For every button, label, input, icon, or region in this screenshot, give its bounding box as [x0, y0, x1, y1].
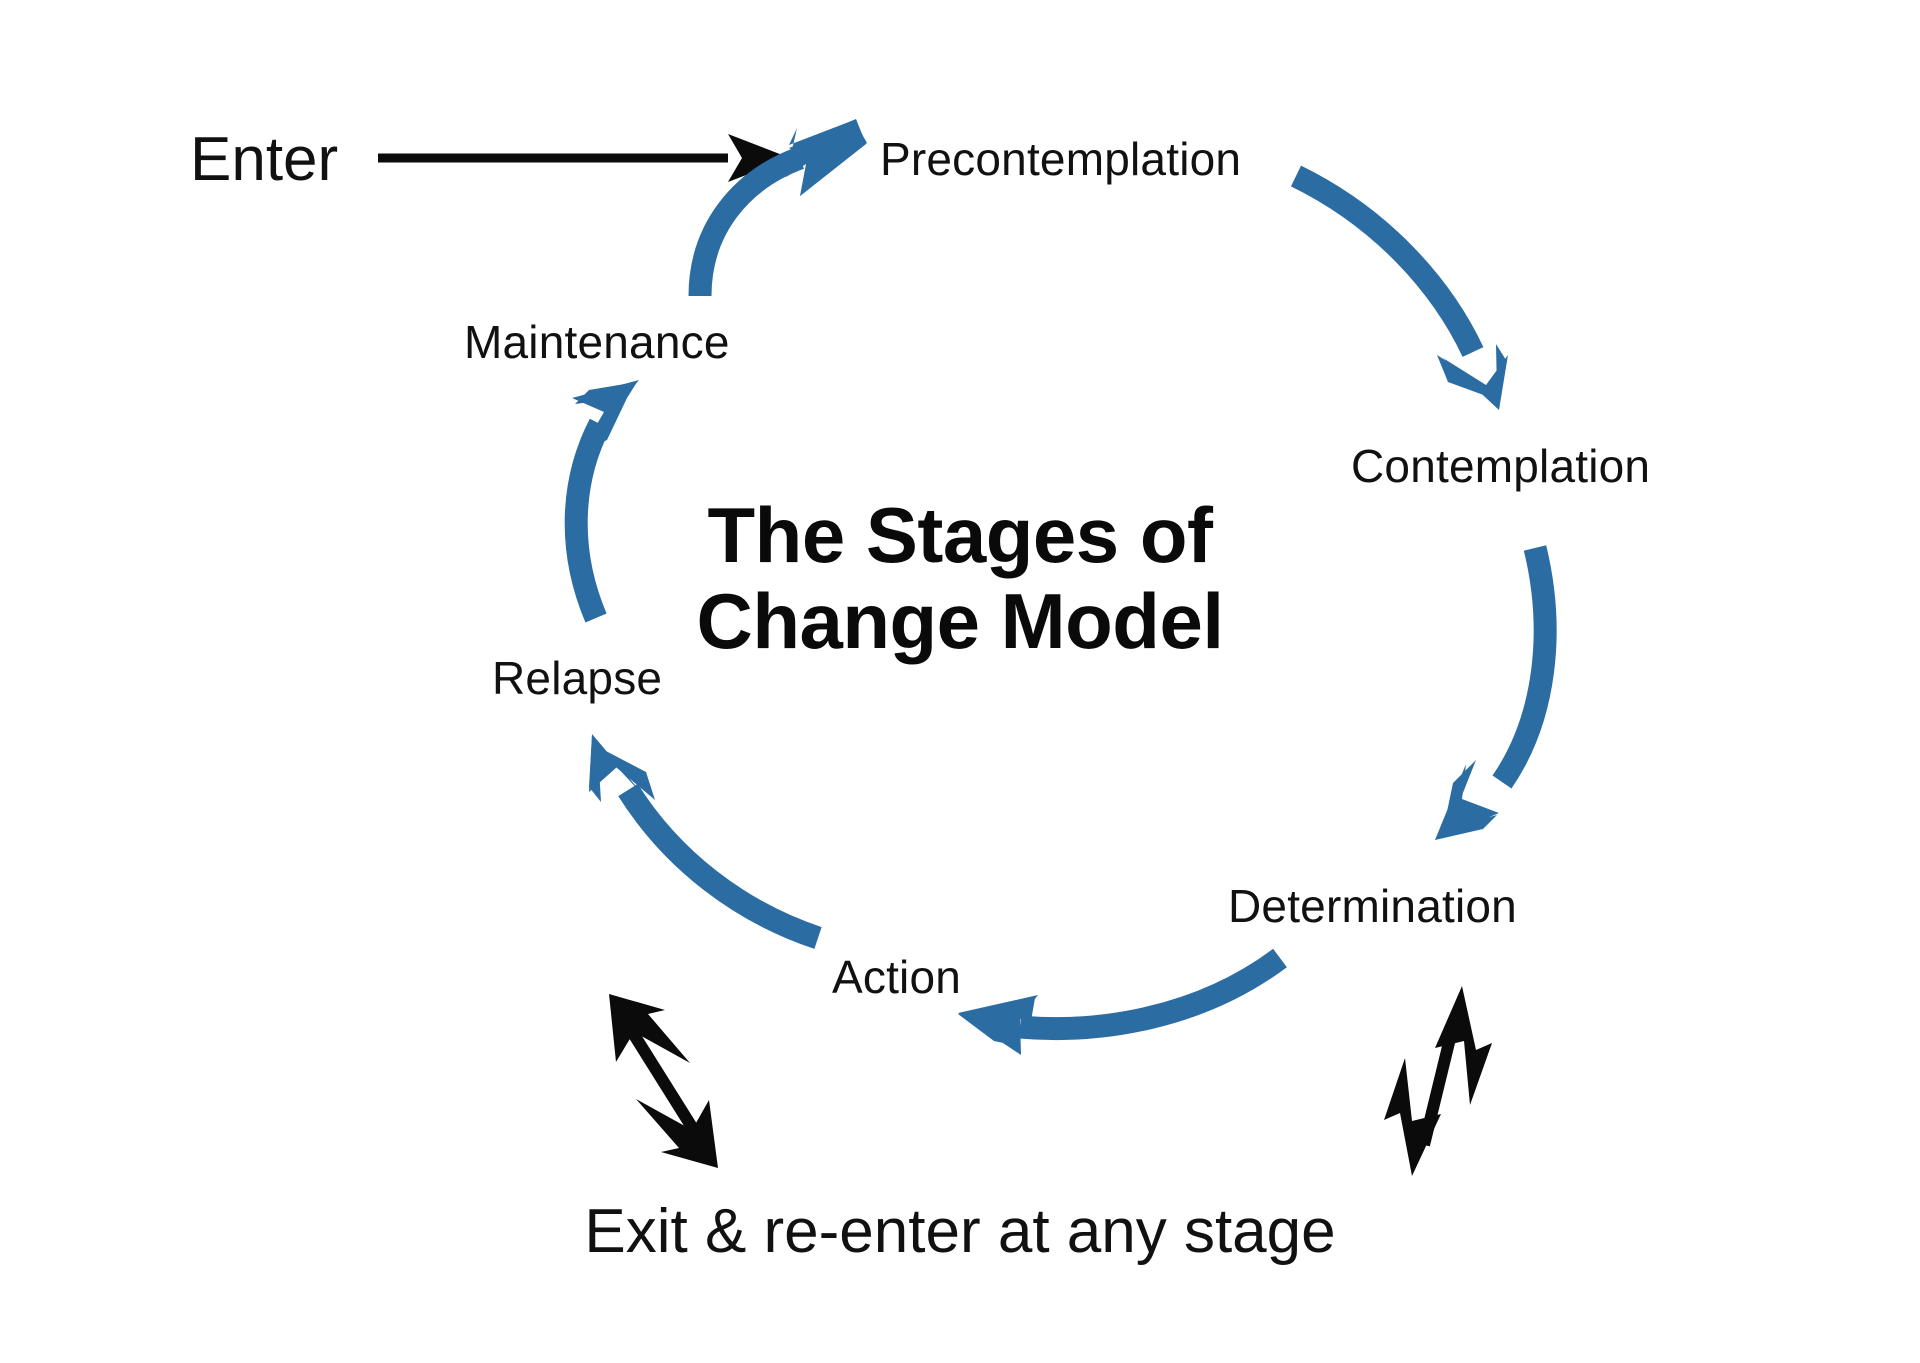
arrow-shaft: [1019, 948, 1287, 1040]
stage-label-maintenance: Maintenance: [464, 316, 730, 368]
enter-label: Enter: [190, 125, 338, 194]
arrow-head-b: [958, 995, 1038, 1055]
page-title-line-2: Change Model: [696, 577, 1223, 665]
stage-label-contemplation: Contemplation: [1351, 440, 1650, 492]
maintenance-to-precontemplation-arrow: [688, 119, 867, 297]
enter-arrow-head: [728, 134, 790, 182]
arrow-shaft: [688, 147, 805, 297]
determination-to-action-arrow: [958, 948, 1287, 1055]
page-title-line-1: The Stages of: [708, 491, 1214, 579]
enter-arrow: [378, 134, 790, 182]
arrow-shaft: [618, 783, 822, 949]
stage-label-determination: Determination: [1228, 880, 1517, 932]
arrow-head-fill: [789, 144, 866, 196]
arrow-head-b: [589, 734, 651, 804]
arrow-head-fill2: [789, 119, 866, 148]
relapse-to-maintenance-arrow: [564, 380, 639, 623]
double-arrow-head-bottom: [1384, 1058, 1441, 1176]
arrow-shaft: [1492, 545, 1557, 789]
contemplation-to-determination-arrow: [1435, 545, 1557, 840]
double-arrow-head-top: [609, 994, 690, 1063]
arrow-head-b: [1435, 764, 1499, 840]
precontemplation-to-contemplation-arrow: [1290, 165, 1508, 410]
double-arrow-shaft: [620, 1018, 706, 1144]
double-arrow-head-bottom: [636, 1099, 718, 1168]
arrow-shaft: [1290, 165, 1484, 357]
arrow-head-b: [1443, 355, 1508, 410]
exit-right-double-arrow: [1384, 986, 1492, 1176]
stage-label-relapse: Relapse: [492, 652, 662, 704]
double-arrow-head-top: [1435, 986, 1492, 1105]
action-to-relapse-arrow: [589, 734, 822, 949]
stage-label-precontemplation: Precontemplation: [880, 133, 1241, 185]
arrow-head-b: [572, 380, 639, 450]
stage-label-action: Action: [832, 951, 961, 1003]
exit-left-double-arrow: [609, 994, 718, 1168]
exit-caption: Exit & re-enter at any stage: [584, 1197, 1335, 1266]
